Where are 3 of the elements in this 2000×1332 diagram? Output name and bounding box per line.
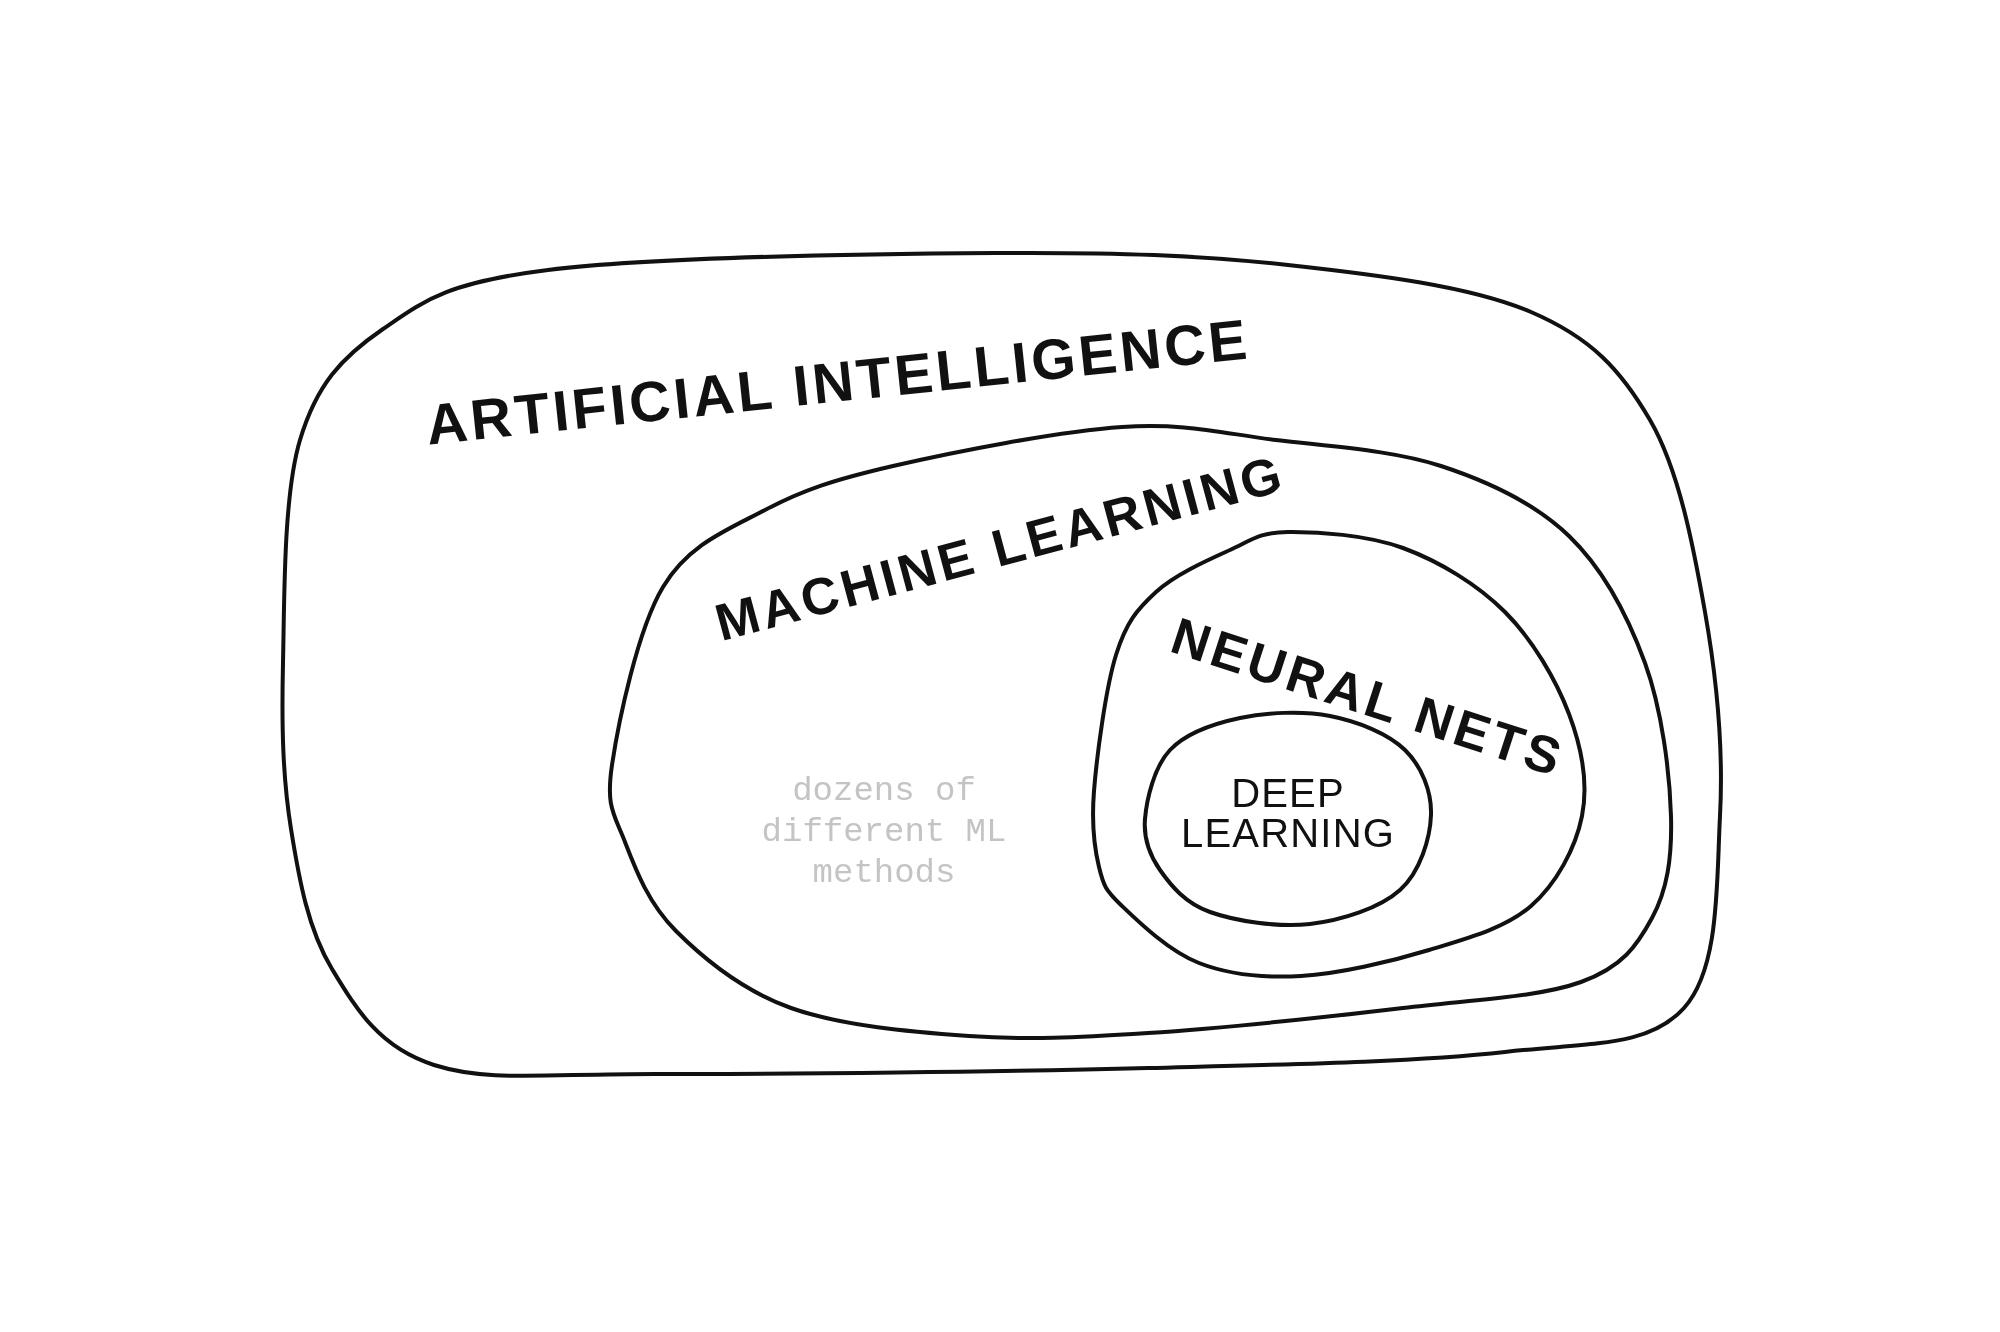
- region-label: ARTIFICIAL INTELLIGENCE: [423, 310, 1253, 454]
- region-label: DEEP LEARNING: [1179, 773, 1397, 853]
- note-text: dozens of different ML methods: [760, 770, 1008, 894]
